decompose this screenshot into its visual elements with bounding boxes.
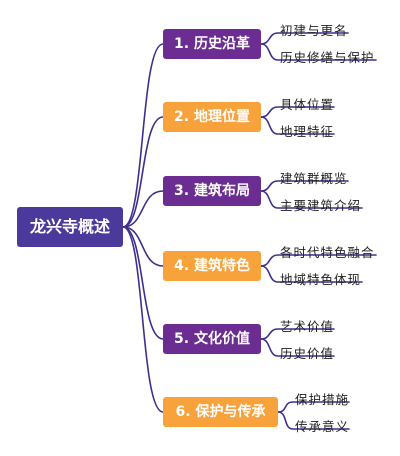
leaf-node-2-1[interactable]: 具体位置 <box>280 97 335 112</box>
root-branch-connector-4 <box>122 226 164 267</box>
branch-leaf-connector-6-2 <box>277 411 350 430</box>
leaf-node-5-1[interactable]: 艺术价值 <box>280 319 335 334</box>
leaf-node-1-2[interactable]: 历史修缮与保护 <box>280 50 375 65</box>
leaf-node-2-2[interactable]: 地理特征 <box>280 124 335 139</box>
root-branch-connector-6 <box>122 226 164 413</box>
leaf-node-4-2[interactable]: 地域特色体现 <box>280 272 362 287</box>
branch-leaf-connector-2-2 <box>260 116 335 135</box>
branch-node-5[interactable]: 5. 文化价值 <box>163 324 261 354</box>
root-branch-connector-5 <box>122 226 164 340</box>
root-node[interactable]: 龙兴寺概述 <box>17 207 123 247</box>
branch-leaf-connector-4-2 <box>260 265 363 283</box>
branch-node-3[interactable]: 3. 建筑布局 <box>163 176 261 206</box>
branch-node-6[interactable]: 6. 保护与传承 <box>163 397 278 427</box>
root-branch-connector-2 <box>122 116 164 228</box>
leaf-node-5-2[interactable]: 历史价值 <box>280 346 335 361</box>
branch-node-4[interactable]: 4. 建筑特色 <box>163 251 261 281</box>
root-branch-connector-3 <box>122 190 164 228</box>
branch-leaf-connector-4-1 <box>260 254 377 267</box>
branch-node-1[interactable]: 1. 历史沿革 <box>163 29 261 59</box>
leaf-node-3-2[interactable]: 主要建筑介绍 <box>280 198 362 213</box>
leaf-node-1-1[interactable]: 初建与更名 <box>280 23 348 38</box>
leaf-node-6-2[interactable]: 传承意义 <box>295 419 350 434</box>
branch-leaf-connector-1-2 <box>260 43 377 61</box>
branch-leaf-connector-1-1 <box>260 32 349 45</box>
branch-leaf-connector-3-2 <box>260 190 363 209</box>
leaf-node-4-1[interactable]: 各时代特色融合 <box>280 245 375 260</box>
leaf-node-3-1[interactable]: 建筑群概览 <box>280 171 348 186</box>
leaf-node-6-1[interactable]: 保护措施 <box>295 392 350 407</box>
root-branch-connector-1 <box>122 43 164 228</box>
branch-leaf-connector-5-2 <box>260 338 335 357</box>
branch-node-2[interactable]: 2. 地理位置 <box>163 102 261 132</box>
